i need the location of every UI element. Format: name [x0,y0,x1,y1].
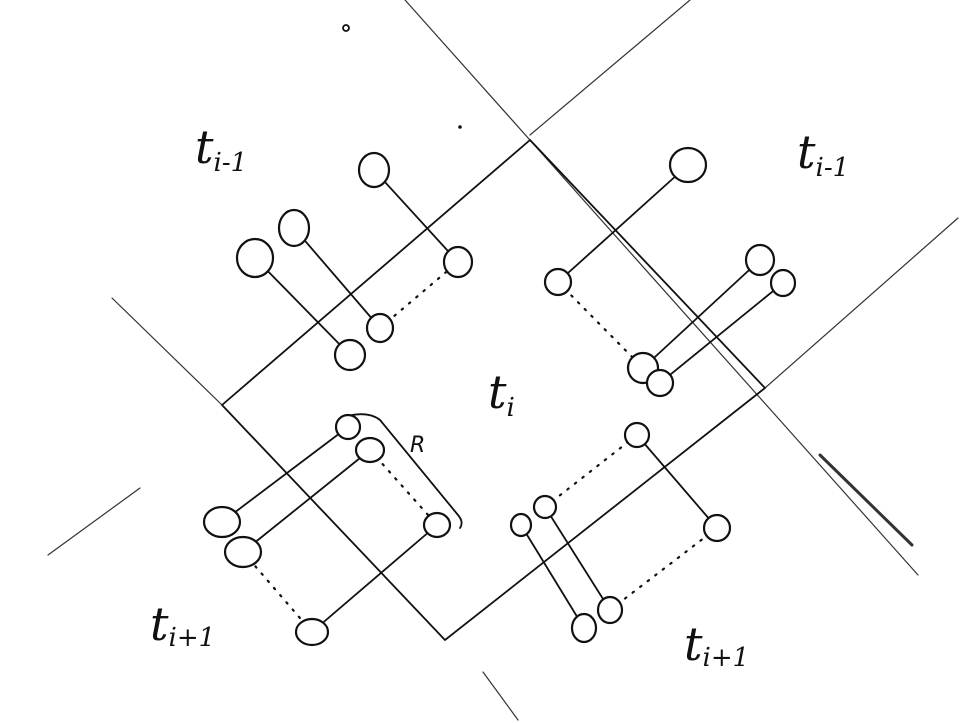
node-circle [357,151,391,189]
node-circle [645,368,675,398]
node-circle [570,612,598,644]
diagonal-line-left [47,487,141,556]
cluster-top-right [543,146,797,398]
node-circle [744,243,776,277]
dotted-link [368,448,439,527]
node-circle [365,312,395,344]
node-circle [334,413,362,441]
dotted-link [608,526,719,612]
heavy-stroke-right [818,453,914,547]
node-circle [202,505,242,539]
cluster-bottom-left [202,413,463,647]
tick-line-left [111,297,223,406]
dotted-link [556,280,645,370]
link-segment [557,164,689,283]
tick-line-bottom [482,671,519,721]
link-segment [311,524,438,633]
link-segment [659,282,784,384]
node-circle [354,436,386,464]
bracket-R [351,413,463,529]
label-bottom-left: ti+1 [150,597,215,653]
node-circle [509,512,533,538]
dotted-link [543,433,639,509]
node-circle [223,535,263,569]
diagonal-line-upper [529,0,691,136]
node-circle [277,208,311,248]
node-circle [532,494,558,520]
link-segment [642,259,761,369]
node-circle [294,617,330,647]
node-circle [333,338,367,372]
link-segment [242,449,371,553]
cluster-top-left [235,151,474,372]
node-circle [702,513,732,543]
node-circle [422,511,452,539]
label-top-right: ti-1 [797,125,849,183]
label-bracket: R [410,433,425,458]
label-bottom-right: ti+1 [684,617,749,673]
link-segment [293,227,381,329]
label-center: ti [488,365,515,423]
node-circle [442,245,474,279]
link-segment [544,506,611,611]
node-circle [235,237,275,279]
label-top-left: ti-1 [195,120,247,178]
central-square [221,139,766,641]
dotted-link [378,260,460,330]
link-segment [254,257,351,356]
background-lines [47,0,959,721]
link-segment [636,434,718,529]
link-segment [221,426,349,523]
node-circle [769,268,797,298]
node-circle [623,421,651,449]
stray-dot [458,125,462,129]
link-segment [520,524,585,629]
node-circle [668,146,708,184]
dotted-link [241,550,314,634]
diagonal-line-descending [404,0,919,576]
node-circle [543,267,573,297]
link-segment [373,169,459,263]
node-circle [596,595,624,625]
diagonal-line-right [764,217,959,389]
stray-dot [342,24,350,32]
cluster-bottom-right [509,421,732,644]
